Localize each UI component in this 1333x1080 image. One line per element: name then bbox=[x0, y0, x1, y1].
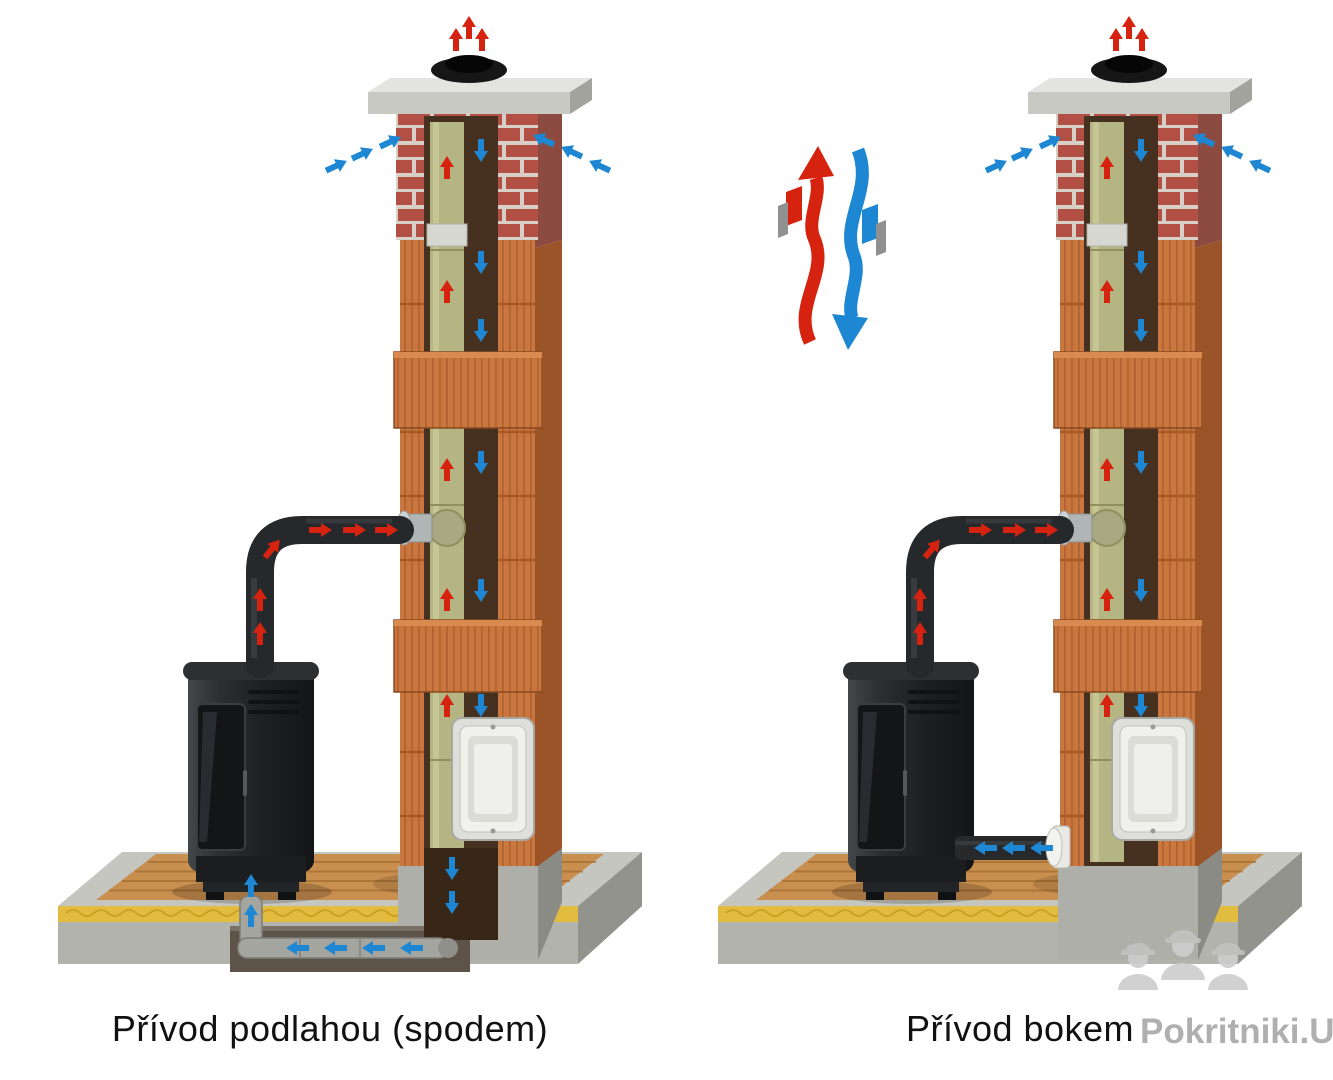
watermark-icons bbox=[1118, 930, 1248, 990]
diagram-side-supply bbox=[718, 16, 1302, 964]
legend-counterflow bbox=[778, 146, 886, 350]
worker-helmet-icon bbox=[1161, 930, 1205, 980]
legend-cold-arrow bbox=[844, 147, 869, 321]
chimney-base-cavity bbox=[424, 848, 498, 940]
worker-helmet-icon bbox=[1208, 943, 1248, 990]
side-supply-duct bbox=[955, 825, 1071, 869]
watermark-text: Pokritniki.UA bbox=[1140, 1012, 1333, 1051]
caption-side-supply: Přívod bokem bbox=[905, 1008, 1135, 1049]
diagram-floor-supply bbox=[58, 16, 642, 964]
caption-floor-supply: Přívod podlahou (spodem) bbox=[111, 1008, 549, 1049]
worker-helmet-icon bbox=[1118, 943, 1158, 990]
floor-supply-duct bbox=[230, 848, 498, 972]
legend-hot-arrow bbox=[798, 175, 825, 345]
